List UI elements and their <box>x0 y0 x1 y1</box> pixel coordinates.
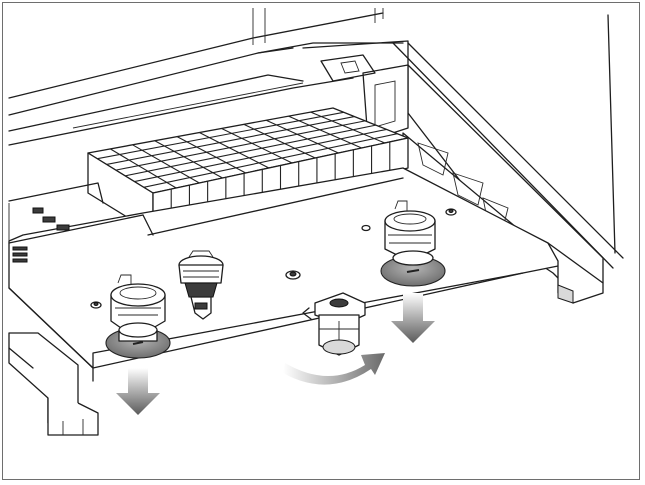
down-arrow-right-icon <box>391 293 435 343</box>
rating-label-marks <box>12 207 70 263</box>
installation-diagram <box>8 8 624 436</box>
fixing-foot-right-icon <box>380 200 446 287</box>
right-foot-bracket <box>547 242 604 304</box>
appliance-body <box>8 8 624 292</box>
adjustable-foot-icon <box>178 250 224 320</box>
rotate-arrow-icon <box>283 353 385 385</box>
fixing-foot-left-icon <box>105 274 171 359</box>
rack-grid-lines <box>97 111 398 229</box>
figure-frame <box>2 2 640 480</box>
down-arrow-left-icon <box>116 368 160 415</box>
screw-holes <box>90 208 457 309</box>
left-foot-bracket <box>8 332 99 436</box>
adjustable-nut-icon <box>302 292 366 356</box>
